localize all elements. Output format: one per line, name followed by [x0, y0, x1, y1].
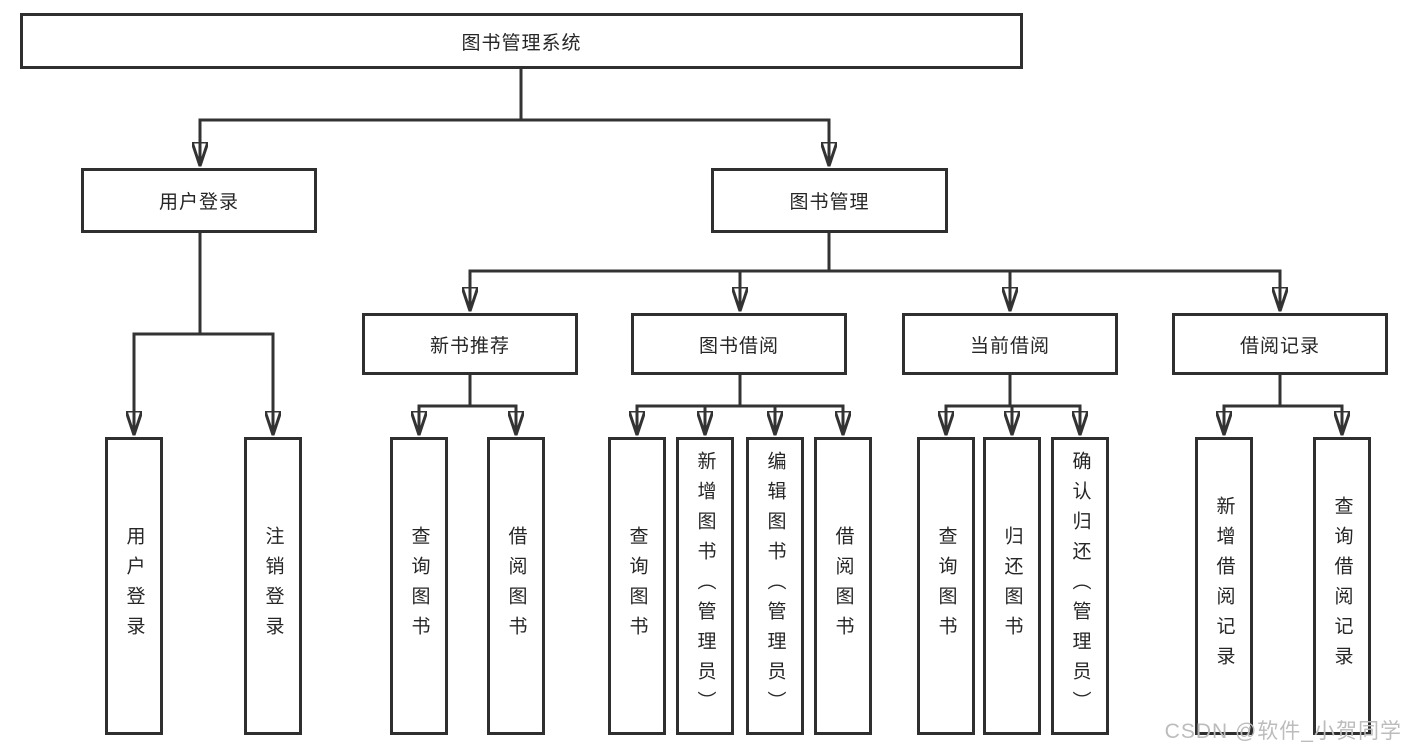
leaf-borrow-edit-books-admin-label: 编辑图书（管理员）: [764, 451, 786, 721]
leaf-current-query-books: 查询图书: [917, 437, 975, 735]
leaf-borrow-add-books-admin: 新增图书（管理员）: [676, 437, 734, 735]
node-book-management-label: 图书管理: [789, 192, 870, 213]
leaf-newbook-borrow-books-label: 借阅图书: [505, 526, 527, 646]
leaf-newbook-borrow-books: 借阅图书: [487, 437, 545, 735]
node-book-borrowing: 图书借阅: [631, 313, 847, 375]
node-borrowing-records-label: 借阅记录: [1239, 335, 1320, 357]
leaf-current-query-books-label: 查询图书: [935, 526, 957, 646]
node-user-login-module: 用户登录: [81, 168, 317, 233]
leaf-current-confirm-return-admin: 确认归还（管理员）: [1051, 437, 1109, 735]
node-current-borrowing: 当前借阅: [902, 313, 1118, 375]
connector-userlogin-to-leaves: [134, 231, 273, 436]
connector-current-to-leaves: [946, 373, 1080, 436]
leaf-borrow-edit-books-admin: 编辑图书（管理员）: [746, 437, 804, 735]
node-user-login-label: 用户登录: [158, 192, 239, 213]
leaf-borrow-add-books-admin-label: 新增图书（管理员）: [694, 451, 716, 721]
connector-records-to-leaves: [1224, 373, 1342, 436]
connector-bookmgmt-to-level3: [470, 231, 1280, 312]
connector-root-to-level2: [200, 67, 829, 167]
node-new-book-recommend-label: 新书推荐: [429, 335, 510, 357]
leaf-user-login-label: 用户登录: [123, 526, 145, 646]
leaf-logout-label: 注销登录: [262, 526, 284, 646]
leaf-records-add-record: 新增借阅记录: [1195, 437, 1253, 735]
node-root-system: 图书管理系统: [20, 13, 1023, 69]
leaf-records-query-record: 查询借阅记录: [1313, 437, 1371, 735]
node-new-book-recommend: 新书推荐: [362, 313, 578, 375]
connector-newbook-to-leaves: [419, 373, 516, 436]
node-book-borrowing-label: 图书借阅: [698, 335, 779, 357]
leaf-current-return-books: 归还图书: [983, 437, 1041, 735]
leaf-records-query-record-label: 查询借阅记录: [1331, 496, 1353, 676]
node-borrowing-records: 借阅记录: [1172, 313, 1388, 375]
leaf-borrow-borrow-books: 借阅图书: [814, 437, 872, 735]
csdn-watermark: CSDN @软件_小贺同学: [1164, 720, 1402, 743]
leaf-records-add-record-label: 新增借阅记录: [1213, 496, 1235, 676]
leaf-borrow-borrow-books-label: 借阅图书: [832, 526, 854, 646]
leaf-current-return-books-label: 归还图书: [1001, 526, 1023, 646]
leaf-current-confirm-return-admin-label: 确认归还（管理员）: [1069, 451, 1091, 721]
leaf-newbook-query-books-label: 查询图书: [408, 526, 430, 646]
node-root-label: 图书管理系统: [461, 32, 582, 54]
node-current-borrowing-label: 当前借阅: [969, 335, 1050, 357]
leaf-user-login: 用户登录: [105, 437, 163, 735]
node-book-management-module: 图书管理: [711, 168, 948, 233]
leaf-newbook-query-books: 查询图书: [390, 437, 448, 735]
connector-borrow-to-leaves: [637, 373, 843, 436]
leaf-borrow-query-books: 查询图书: [608, 437, 666, 735]
leaf-borrow-query-books-label: 查询图书: [626, 526, 648, 646]
leaf-logout: 注销登录: [244, 437, 302, 735]
